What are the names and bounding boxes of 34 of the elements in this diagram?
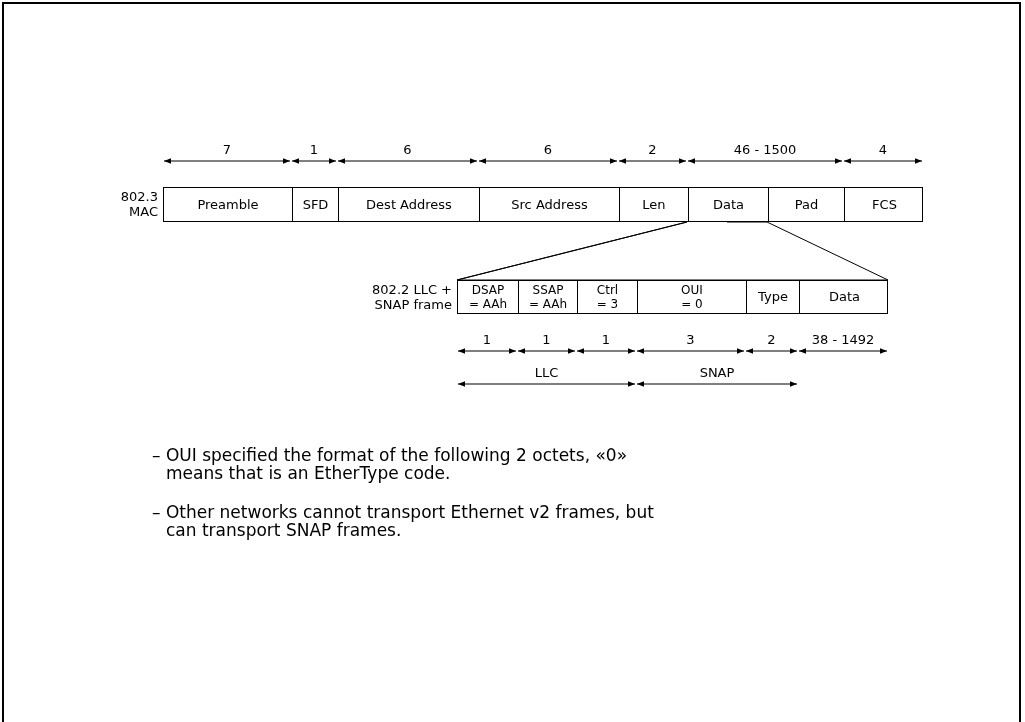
frame-field: SFD <box>292 188 338 221</box>
dimension-label: 6 <box>542 142 554 157</box>
frame-field: Data <box>799 281 889 313</box>
dimension-label: 1 <box>541 332 552 347</box>
frame-field: Len <box>619 188 688 221</box>
frame-field: DSAP = AAh <box>458 281 518 313</box>
frame-label: 802.2 LLC + SNAP frame <box>371 282 452 312</box>
dimension-label: 1 <box>600 332 612 347</box>
dimension-label: 6 <box>402 142 413 157</box>
frame-field: FCS <box>844 188 924 221</box>
expansion-line <box>456 221 889 281</box>
dimension-label: 1 <box>308 142 320 157</box>
note-text: – OUI specified the format of the following 2 octets, «0» means that is an EtherType code. <box>152 446 629 482</box>
dimension-label: 3 <box>685 332 696 347</box>
dimension-label: SNAP <box>698 365 736 380</box>
frame-field: OUI = 0 <box>637 281 746 313</box>
frame-field: SSAP = AAh <box>518 281 577 313</box>
dimension-label: 2 <box>647 142 658 157</box>
frame-field: Type <box>746 281 799 313</box>
frame-field: Preamble <box>164 188 292 221</box>
frame-field: Src Address <box>479 188 619 221</box>
frame-field: Ctrl = 3 <box>577 281 637 313</box>
dimension-label: 46 - 1500 <box>732 142 798 157</box>
dimension-label: 2 <box>766 332 777 347</box>
frame-field: Pad <box>768 188 844 221</box>
frame-field: Dest Address <box>338 188 479 221</box>
frame-field: Data <box>688 188 768 221</box>
dimension-label: LLC <box>533 365 560 380</box>
dimension-label: 1 <box>481 332 493 347</box>
dimension-label: 4 <box>877 142 889 157</box>
note-text: – Other networks cannot transport Ethernet v2 frames, but can transport SNAP frames. <box>152 503 655 539</box>
dimension-label: 38 - 1492 <box>810 332 876 347</box>
frame-label: 802.3 MAC <box>119 189 158 219</box>
dimension-label: 7 <box>221 142 233 157</box>
